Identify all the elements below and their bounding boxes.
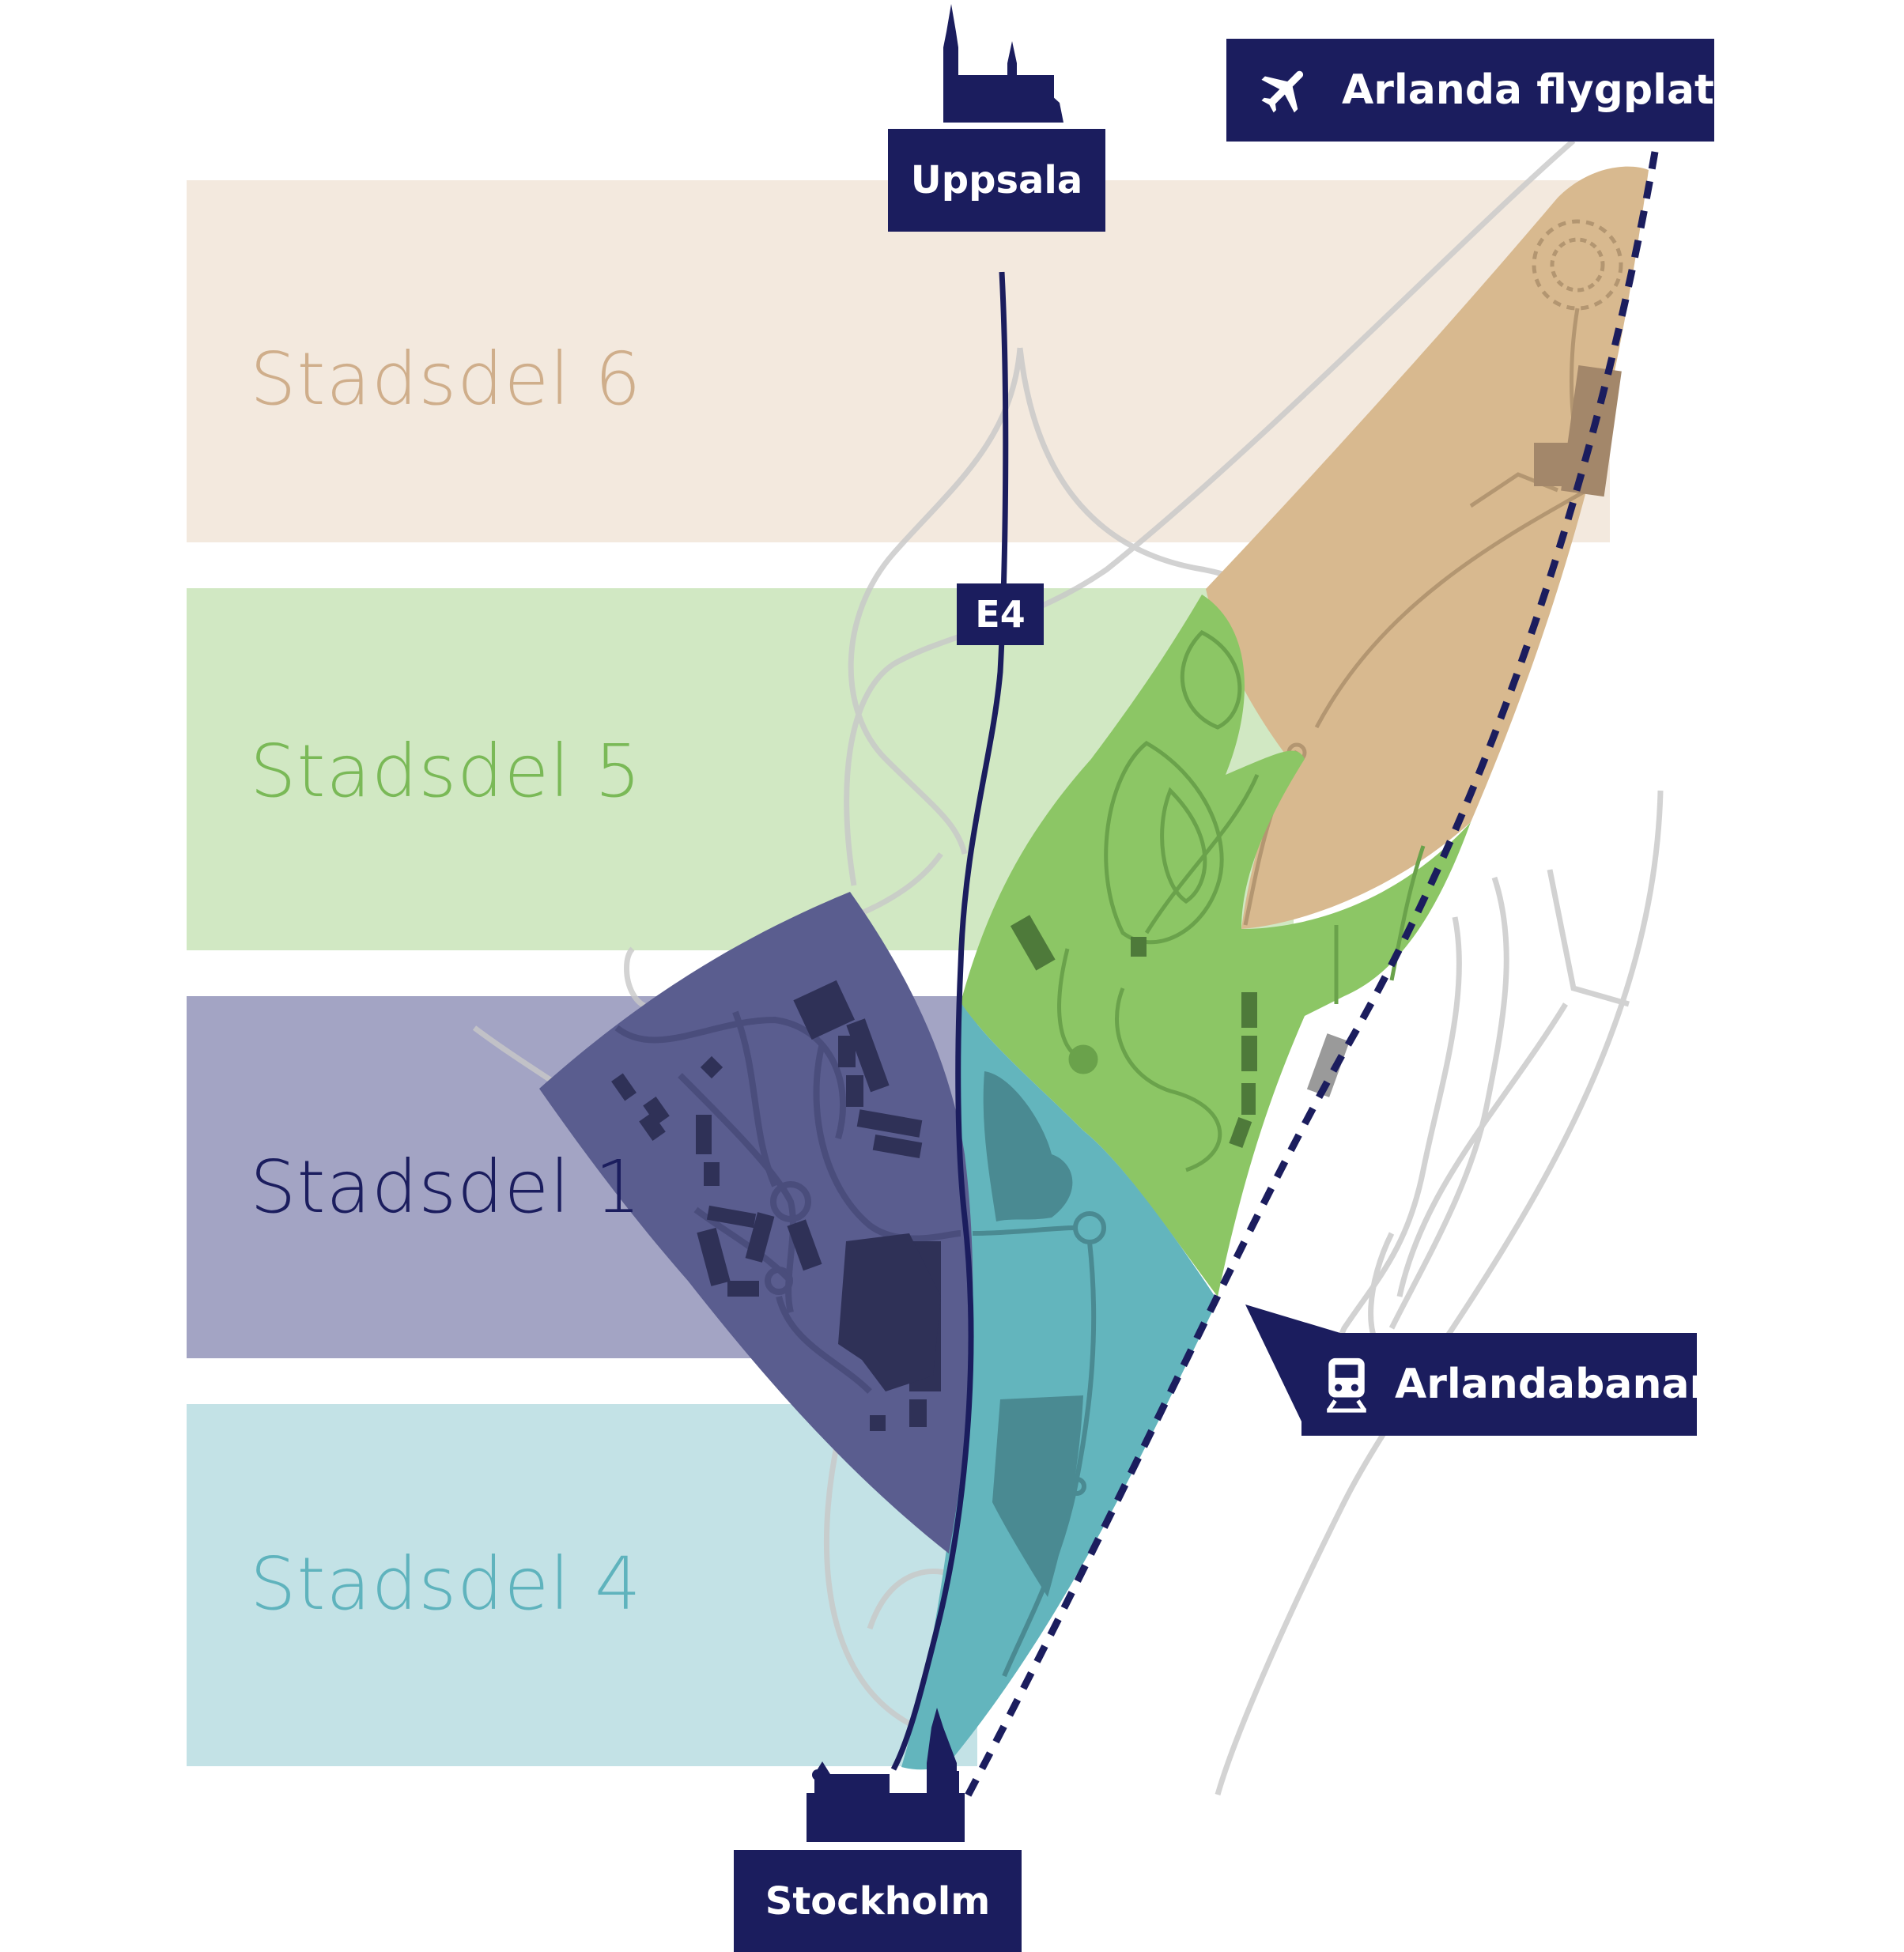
arlandabanan-label[interactable]: Arlandabanan bbox=[1301, 1333, 1719, 1436]
district-zone-5 bbox=[961, 595, 1471, 1297]
district-1-roads bbox=[614, 1010, 961, 1394]
district-band-4 bbox=[187, 1404, 977, 1766]
airplane-icon bbox=[1256, 61, 1315, 119]
district-label-6: Stadsdel 6 bbox=[250, 337, 642, 421]
district-label-1: Stadsdel 1 bbox=[250, 1145, 642, 1229]
arlanda-airport-label[interactable]: Arlanda flygplats bbox=[1226, 39, 1739, 142]
district-zone-4 bbox=[901, 1002, 1218, 1770]
district-5-details bbox=[1057, 629, 1426, 1172]
district-1-buildings bbox=[611, 980, 941, 1431]
arlandabanan-text: Arlandabanan bbox=[1395, 1361, 1719, 1408]
district-label-4: Stadsdel 4 bbox=[250, 1542, 642, 1626]
district-4-roads bbox=[972, 1211, 1106, 1678]
train-icon bbox=[1322, 1354, 1371, 1414]
district-5-buildings bbox=[1010, 915, 1257, 1148]
e4-highway[interactable] bbox=[890, 271, 1009, 1771]
district-label-5: Stadsdel 5 bbox=[250, 729, 642, 814]
e4-highway-badge: E4 bbox=[957, 583, 1044, 645]
uppsala-label[interactable]: Uppsala bbox=[888, 129, 1105, 232]
stockholm-label[interactable]: Stockholm bbox=[734, 1850, 1022, 1952]
city-hall-icon bbox=[807, 1708, 965, 1842]
district-zone-6 bbox=[1206, 166, 1649, 929]
arlanda-airport-text: Arlanda flygplats bbox=[1342, 66, 1739, 114]
cathedral-icon bbox=[943, 4, 1063, 123]
station-building bbox=[1306, 1033, 1350, 1097]
